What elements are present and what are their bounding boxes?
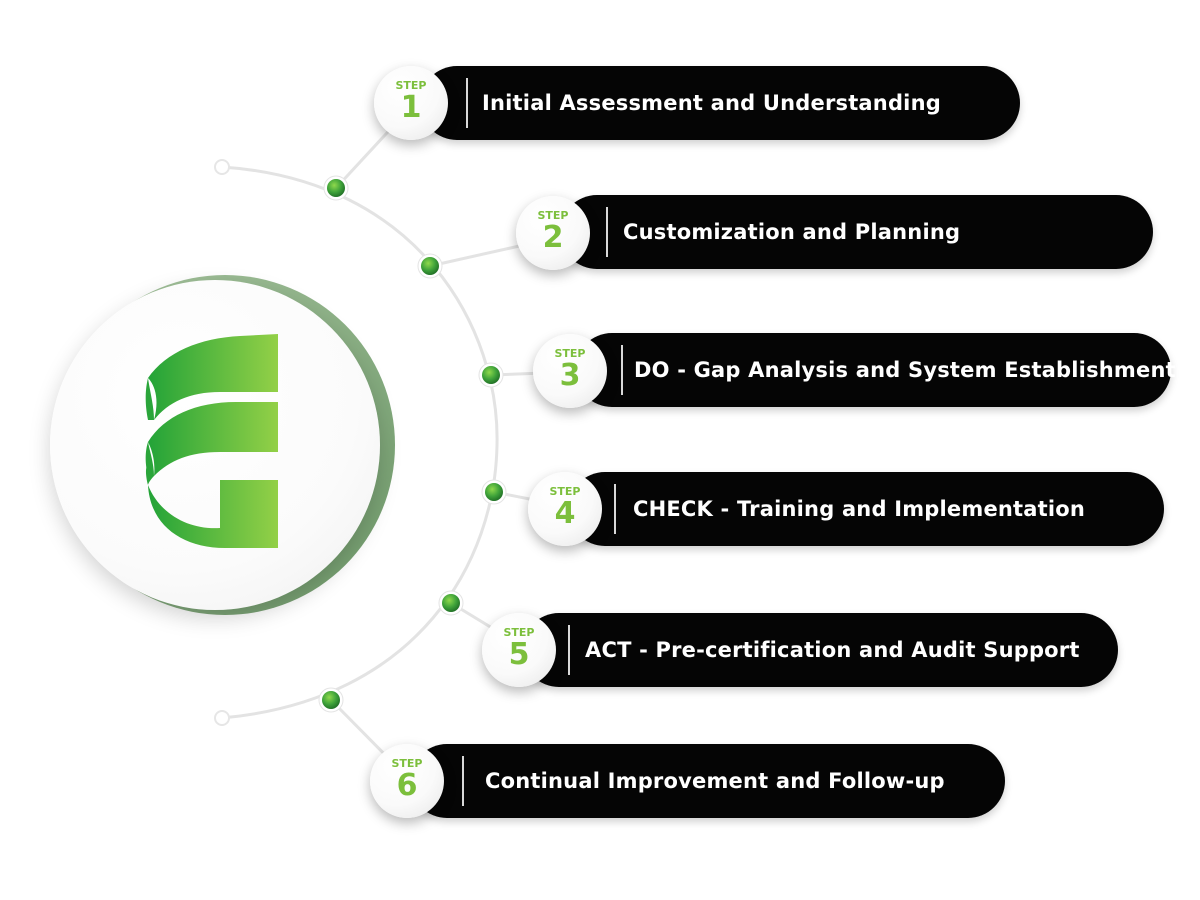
step-badge-word-6: STEP	[391, 757, 423, 770]
arc-endpoint-top	[214, 159, 230, 175]
step-badge-word-3: STEP	[554, 347, 586, 360]
step-divider-2	[606, 207, 608, 257]
step-badge-3: STEP 3	[533, 334, 607, 408]
arc-dot-1	[327, 179, 345, 197]
logo-circle	[50, 280, 380, 610]
step-bar-6: Continual Improvement and Follow-up	[410, 744, 1005, 818]
arc-dots	[318, 175, 507, 713]
step-badge-1: STEP 1	[374, 66, 448, 140]
step-number-2: 2	[542, 220, 564, 255]
step-badge-word-2: STEP	[537, 209, 569, 222]
step-bar-3: DO - Gap Analysis and System Establishme…	[575, 333, 1176, 407]
main-arc	[221, 165, 499, 720]
step-divider-4	[614, 484, 616, 534]
arc-dot-5	[442, 594, 460, 612]
step-badge-word-5: STEP	[503, 626, 535, 639]
step-number-3: 3	[559, 358, 581, 393]
step-bar-1: Initial Assessment and Understanding	[420, 66, 1020, 140]
step-number-1: 1	[400, 90, 422, 125]
step-bar-5: ACT - Pre-certification and Audit Suppor…	[522, 613, 1118, 687]
step-divider-6	[462, 756, 464, 806]
step-badge-6: STEP 6	[370, 744, 444, 818]
step-label-5: ACT - Pre-certification and Audit Suppor…	[585, 638, 1080, 662]
arc-dot-3	[482, 366, 500, 384]
step-badge-4: STEP 4	[528, 472, 602, 546]
arc-dot-4	[485, 483, 503, 501]
step-label-2: Customization and Planning	[623, 220, 961, 244]
step-divider-1	[466, 78, 468, 128]
step-label-6: Continual Improvement and Follow-up	[485, 769, 945, 793]
step-bar-2: Customization and Planning	[560, 195, 1153, 269]
step-badge-word-1: STEP	[395, 79, 427, 92]
arc-dot-6	[322, 691, 340, 709]
step-badge-5: STEP 5	[482, 613, 556, 687]
step-badge-word-4: STEP	[549, 485, 581, 498]
step-label-3: DO - Gap Analysis and System Establishme…	[634, 358, 1176, 382]
step-number-6: 6	[396, 768, 418, 803]
step-label-1: Initial Assessment and Understanding	[482, 91, 941, 115]
step-badge-2: STEP 2	[516, 196, 590, 270]
step-bar-4: CHECK - Training and Implementation	[568, 472, 1164, 546]
arc-dot-2	[421, 257, 439, 275]
company-e-logo-icon	[145, 334, 278, 548]
step-divider-5	[568, 625, 570, 675]
step-number-5: 5	[508, 637, 530, 672]
step-number-4: 4	[554, 496, 576, 531]
arc-endpoint-bottom	[214, 710, 230, 726]
step-divider-3	[621, 345, 623, 395]
step-label-4: CHECK - Training and Implementation	[633, 497, 1086, 521]
